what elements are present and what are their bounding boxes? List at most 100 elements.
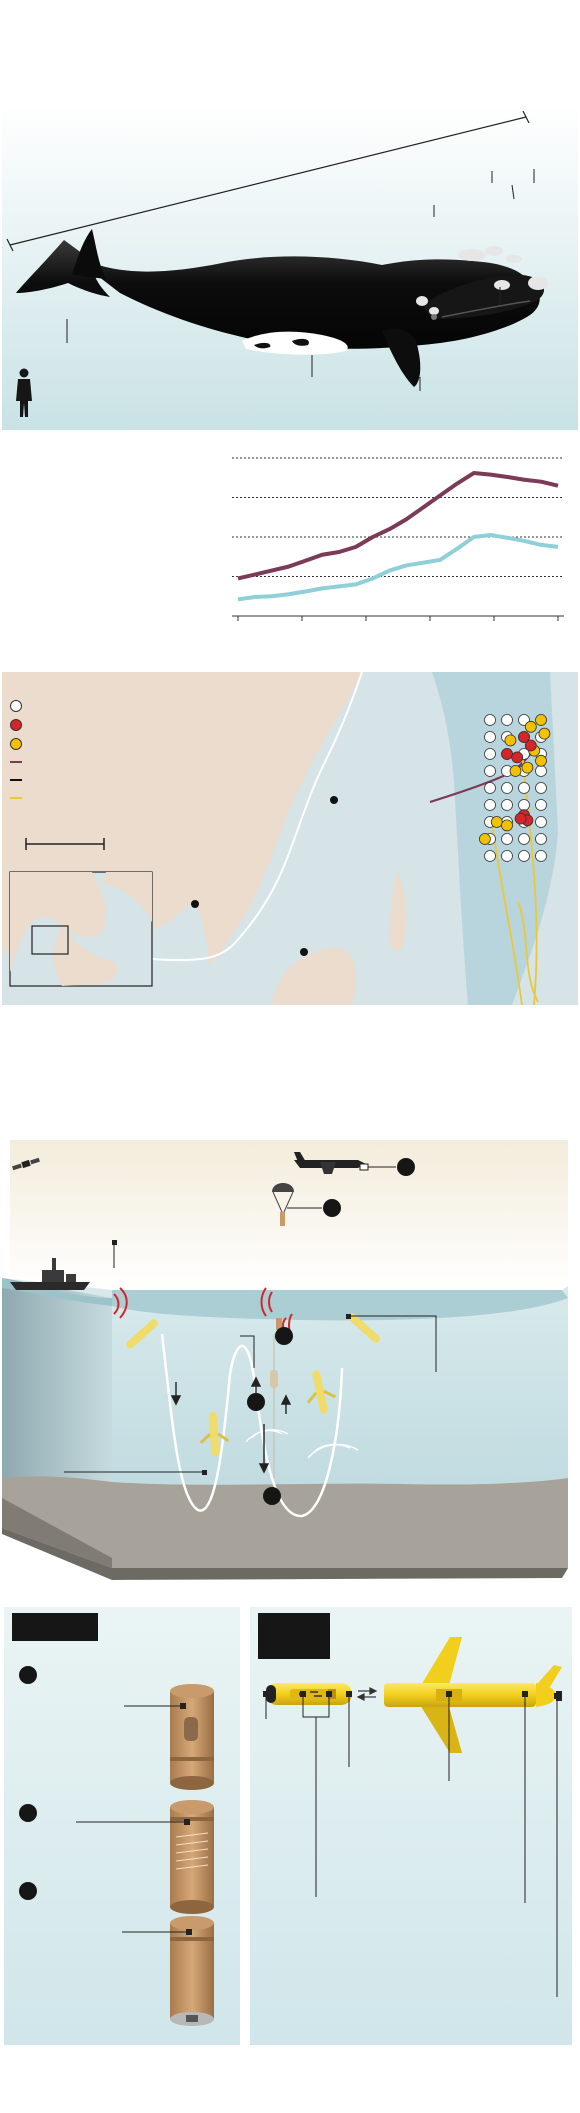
buoy-canister-bottom bbox=[170, 1916, 214, 2026]
survey-station-white bbox=[535, 765, 547, 777]
section-connection-arrows bbox=[356, 1687, 378, 1701]
survey-station-white bbox=[518, 833, 530, 845]
chart-series-line-1 bbox=[237, 471, 559, 581]
survey-station-white bbox=[518, 799, 530, 811]
glider-rear-section bbox=[384, 1637, 562, 1753]
survey-station-red bbox=[518, 731, 530, 743]
survey-station-yellow bbox=[524, 720, 537, 733]
survey-station-white bbox=[484, 850, 496, 862]
whale-panel bbox=[2, 105, 578, 430]
survey-station-white bbox=[518, 782, 530, 794]
survey-station-white bbox=[484, 714, 496, 726]
human-silhouette-icon bbox=[16, 368, 32, 417]
survey-station-white bbox=[501, 782, 513, 794]
map-island bbox=[388, 872, 407, 952]
radio-signal-waves bbox=[113, 1287, 293, 1339]
surface-glider bbox=[348, 1313, 380, 1343]
survey-station-white bbox=[518, 850, 530, 862]
survey-station-white bbox=[484, 799, 496, 811]
callosity-patches bbox=[416, 246, 548, 315]
survey-stations bbox=[478, 714, 551, 862]
research-vessel-icon bbox=[10, 1258, 90, 1290]
inset-land bbox=[10, 872, 107, 972]
survey-station-yellow bbox=[504, 734, 517, 747]
survey-station-red bbox=[511, 751, 524, 764]
aircraft-sensor-marker bbox=[359, 1163, 369, 1171]
buoy-callout-number-3 bbox=[19, 1882, 37, 1900]
map-scale-bar bbox=[25, 838, 105, 850]
survey-station-white bbox=[484, 765, 496, 777]
seafloor-marker bbox=[202, 1470, 207, 1475]
glider-dive-path bbox=[160, 1333, 344, 1518]
buoy-marker-1 bbox=[180, 1703, 186, 1709]
survey-station-red bbox=[514, 812, 527, 825]
glider-callout-lines bbox=[265, 1697, 558, 1997]
legend-yellow-station bbox=[10, 738, 22, 750]
hydrophone bbox=[270, 1370, 278, 1388]
seafloor bbox=[2, 1476, 568, 1568]
buoy-marker-2 bbox=[184, 1819, 190, 1825]
dive-direction-arrows bbox=[170, 1376, 292, 1474]
buoy-canister-middle bbox=[170, 1800, 214, 1914]
survey-station-yellow bbox=[535, 754, 547, 767]
inset-locator-map bbox=[9, 871, 153, 987]
canister-label-lines bbox=[175, 1832, 209, 1870]
survey-station-red bbox=[524, 739, 537, 752]
survey-station-yellow bbox=[521, 761, 534, 774]
legend-red-station bbox=[10, 719, 22, 731]
buoy-callout-line bbox=[240, 1335, 255, 1368]
survey-station-white bbox=[535, 816, 547, 828]
sky-background bbox=[10, 1140, 568, 1290]
survey-station-white bbox=[484, 748, 496, 760]
buoy-marker-3 bbox=[186, 1929, 192, 1935]
survey-station-yellow bbox=[478, 833, 491, 845]
glider-panel-background bbox=[250, 1607, 572, 2045]
surface-buoy bbox=[276, 1318, 282, 1330]
seafloor-side bbox=[2, 1498, 112, 1568]
ocean-monitoring-diagram bbox=[2, 1138, 578, 1590]
sound-ripples bbox=[245, 1429, 359, 1459]
glider-detail-panel bbox=[250, 1607, 572, 2045]
aircraft-icon bbox=[294, 1152, 366, 1174]
inset-land bbox=[102, 872, 152, 922]
survey-station-yellow bbox=[490, 816, 503, 828]
glider-markers bbox=[263, 1691, 560, 1699]
whale-belly-spot bbox=[254, 342, 271, 349]
deep-glider bbox=[199, 1412, 230, 1456]
chart-series-line-2 bbox=[237, 533, 559, 602]
glider-front-section bbox=[266, 1683, 352, 1705]
survey-station-white bbox=[501, 850, 513, 862]
whale-body bbox=[16, 240, 540, 349]
line-chart bbox=[232, 457, 564, 621]
survey-station-yellow bbox=[509, 765, 522, 777]
survey-station-yellow bbox=[501, 819, 513, 832]
buoy-canister-top bbox=[170, 1684, 214, 1790]
chart-series-lines bbox=[237, 471, 559, 602]
buoy-panel-header-box bbox=[12, 1613, 98, 1641]
glider-panel-header-box bbox=[258, 1613, 330, 1659]
buoy-callout-number-2 bbox=[19, 1804, 37, 1822]
survey-station-white bbox=[501, 833, 513, 845]
whale-eye bbox=[431, 314, 437, 320]
map-panel bbox=[2, 672, 578, 1005]
deep-glider bbox=[306, 1370, 337, 1414]
length-measure-line bbox=[6, 110, 530, 252]
whale-pectoral-fin bbox=[382, 328, 421, 387]
map-location-dot bbox=[300, 948, 308, 956]
survey-station-red bbox=[501, 748, 513, 760]
right-whale-illustration bbox=[16, 229, 548, 387]
parachute-buoy-icon bbox=[272, 1183, 294, 1226]
chart-gridlines bbox=[232, 457, 564, 617]
survey-station-yellow bbox=[538, 727, 551, 740]
map-legend bbox=[10, 700, 22, 799]
map-location-dot bbox=[330, 796, 338, 804]
callout-number-d bbox=[247, 1393, 265, 1411]
vessel-marker bbox=[112, 1240, 117, 1245]
survey-station-white bbox=[501, 799, 513, 811]
survey-station-white bbox=[535, 799, 547, 811]
survey-station-yellow bbox=[535, 714, 547, 726]
survey-station-white bbox=[484, 731, 496, 743]
map-island bbox=[272, 947, 357, 1005]
callout-number-c bbox=[275, 1327, 293, 1345]
inset-focus-box bbox=[31, 925, 69, 955]
